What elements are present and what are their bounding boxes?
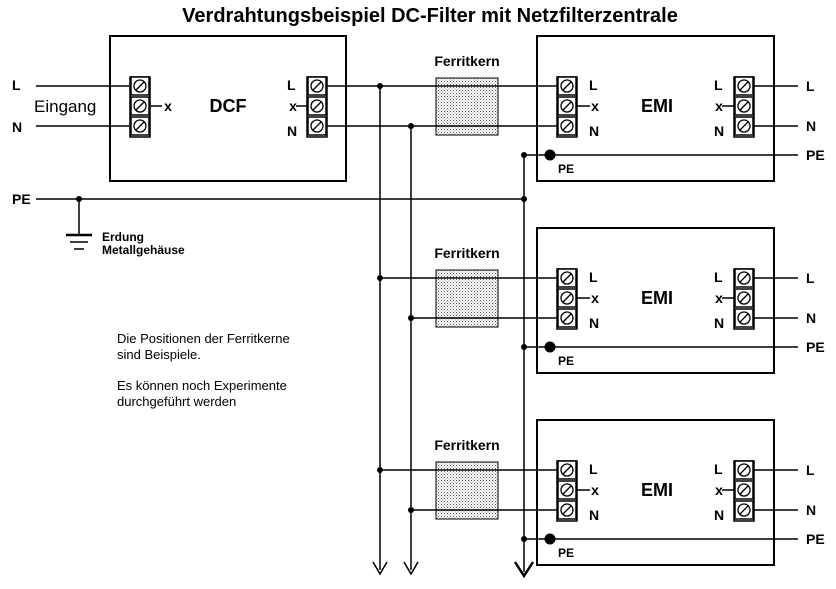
emi-pe-terminal-1 — [544, 149, 556, 161]
emi-in-l-3: L — [589, 461, 598, 477]
emi-out-l-label-1: L — [714, 77, 723, 93]
emi-rows: FerritkernEMIxLNxLNLNPEPEFerritkernEMIxL… — [377, 35, 825, 566]
emi-pe-terminal-2 — [544, 341, 556, 353]
ferrite-label-1: Ferritkern — [434, 53, 499, 69]
output-n-3: N — [806, 502, 816, 518]
note-line-1: Die Positionen der Ferritkerne — [117, 331, 290, 346]
emi-out-n-label-1: N — [714, 123, 724, 139]
output-l-3: L — [806, 462, 815, 478]
emi-out-n-label-3: N — [714, 507, 724, 523]
emi-in-n-1: N — [589, 123, 599, 139]
emi-box-3 — [536, 419, 775, 566]
emi-in-n-2: N — [589, 315, 599, 331]
note-line-2: sind Beispiele. — [117, 347, 201, 362]
output-pe-1: PE — [806, 147, 825, 163]
emi-label-3: EMI — [641, 480, 673, 500]
emi-pe-label-1: PE — [558, 162, 574, 176]
ferrite-label-2: Ferritkern — [434, 245, 499, 261]
emi-pe-label-2: PE — [558, 354, 574, 368]
dcf-filter-box: Eingang DCF x x L N — [34, 35, 347, 182]
emi-out-l-label-3: L — [714, 461, 723, 477]
ground-label-1: Erdung — [102, 230, 144, 244]
output-l-2: L — [806, 270, 815, 286]
note-line-4: durchgeführt werden — [117, 394, 236, 409]
emi-left-x-1: x — [591, 98, 599, 114]
emi-in-l-2: L — [589, 269, 598, 285]
emi-right-x-2: x — [715, 290, 723, 306]
emi-pe-label-3: PE — [558, 546, 574, 560]
dcf-n-label: N — [287, 123, 297, 139]
input-section: L N PE — [12, 77, 130, 207]
dcf-left-x: x — [164, 98, 172, 114]
input-label: Eingang — [34, 97, 96, 116]
emi-pe-terminal-3 — [544, 533, 556, 545]
ferrite-label-3: Ferritkern — [434, 437, 499, 453]
emi-out-l-label-2: L — [714, 269, 723, 285]
emi-left-x-3: x — [591, 482, 599, 498]
dcf-l-label: L — [287, 77, 296, 93]
emi-right-x-3: x — [715, 482, 723, 498]
input-n-label: N — [12, 119, 22, 135]
note-line-3: Es können noch Experimente — [117, 378, 287, 393]
emi-box-1 — [536, 35, 775, 182]
output-pe-3: PE — [806, 531, 825, 547]
emi-right-x-1: x — [715, 98, 723, 114]
input-l-label: L — [12, 77, 21, 93]
emi-label-2: EMI — [641, 288, 673, 308]
output-n-2: N — [806, 310, 816, 326]
emi-in-n-3: N — [589, 507, 599, 523]
dcf-right-x: x — [289, 98, 297, 114]
emi-box-2 — [536, 227, 775, 374]
diagram-title: Verdrahtungsbeispiel DC-Filter mit Netzf… — [182, 5, 678, 27]
output-pe-2: PE — [806, 339, 825, 355]
emi-label-1: EMI — [641, 96, 673, 116]
bus-lines — [327, 83, 535, 579]
note-block: Die Positionen der Ferritkerne sind Beis… — [117, 331, 290, 409]
ground-label-2: Metallgehäuse — [102, 243, 185, 257]
emi-left-x-2: x — [591, 290, 599, 306]
output-l-1: L — [806, 78, 815, 94]
input-pe-label: PE — [12, 191, 31, 207]
dcf-label: DCF — [210, 96, 247, 116]
emi-out-n-label-2: N — [714, 315, 724, 331]
output-n-1: N — [806, 118, 816, 134]
pe-grounding: Erdung Metallgehäuse — [36, 196, 524, 257]
emi-in-l-1: L — [589, 77, 598, 93]
